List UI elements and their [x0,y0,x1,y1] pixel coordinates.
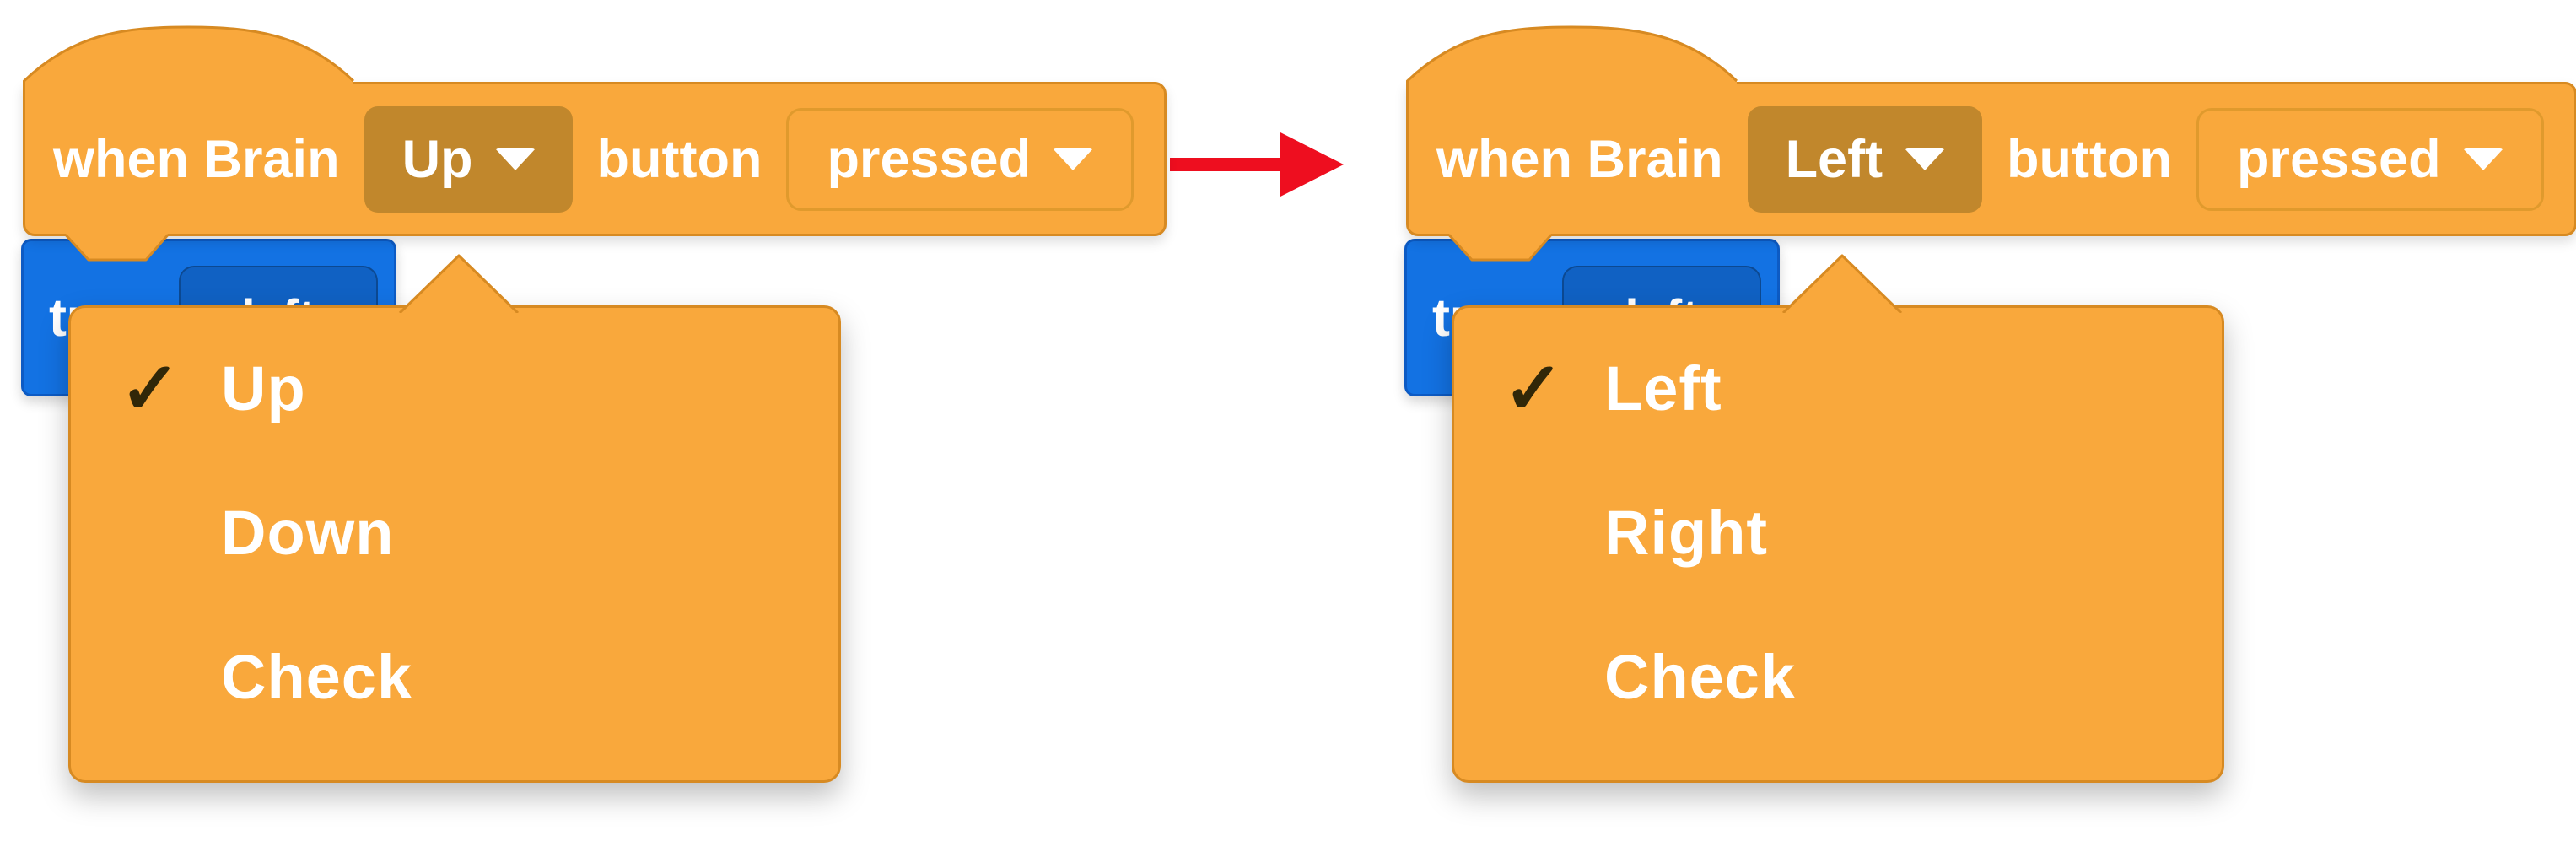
arrow-head [1280,132,1344,197]
button-choice-dropdown[interactable]: Left [1747,105,1983,213]
when-brain-button-block[interactable]: when Brain Up button pressed [23,82,1167,236]
dropdown-caret-icon [2462,148,2503,170]
when-brain-label: when Brain [53,129,340,189]
dropdown-menu: ✓ Left Right Check [1452,254,2224,783]
button-state-dropdown[interactable]: pressed [2196,107,2544,211]
transition-arrow-icon [1170,132,1344,197]
button-label: button [2007,129,2172,189]
dropdown-caret-icon [494,148,536,170]
menu-item-label: Up [221,353,306,423]
menu-item-left[interactable]: ✓ Left [1454,316,2222,461]
hat-block-dome [1406,25,1738,88]
button-state-value: pressed [2236,129,2441,189]
hat-block-dome [23,25,355,88]
button-state-dropdown[interactable]: pressed [786,107,1134,211]
menu-item-label: Left [1604,353,1722,423]
checkmark-icon: ✓ [120,348,181,429]
button-state-value: pressed [827,129,1032,189]
button-choice-dropdown[interactable]: Up [364,105,573,213]
dropdown-caret-icon [1905,148,1946,170]
menu-item-right[interactable]: Right [1454,461,2222,605]
menu-item-label: Right [1604,498,1769,568]
menu-pointer-icon [398,254,520,313]
menu-pointer-icon [1781,254,1903,313]
menu-item-up[interactable]: ✓ Up [71,316,838,461]
button-choice-value: Up [401,129,473,189]
menu-item-label: Check [1604,642,1797,712]
arrow-shaft [1170,158,1293,171]
dropdown-menu: ✓ Up Down Check [68,254,841,783]
when-brain-button-block[interactable]: when Brain Left button pressed [1406,82,2576,236]
button-choice-value: Left [1785,129,1883,189]
menu-item-down[interactable]: Down [71,461,838,605]
menu-item-label: Down [221,498,395,568]
when-brain-label: when Brain [1436,129,1723,189]
menu-item-check[interactable]: Check [71,605,838,749]
checkmark-icon: ✓ [1503,348,1565,429]
button-label: button [596,129,763,189]
menu-item-label: Check [221,642,413,712]
dropdown-caret-icon [1053,148,1094,170]
menu-item-check[interactable]: Check [1454,605,2222,749]
